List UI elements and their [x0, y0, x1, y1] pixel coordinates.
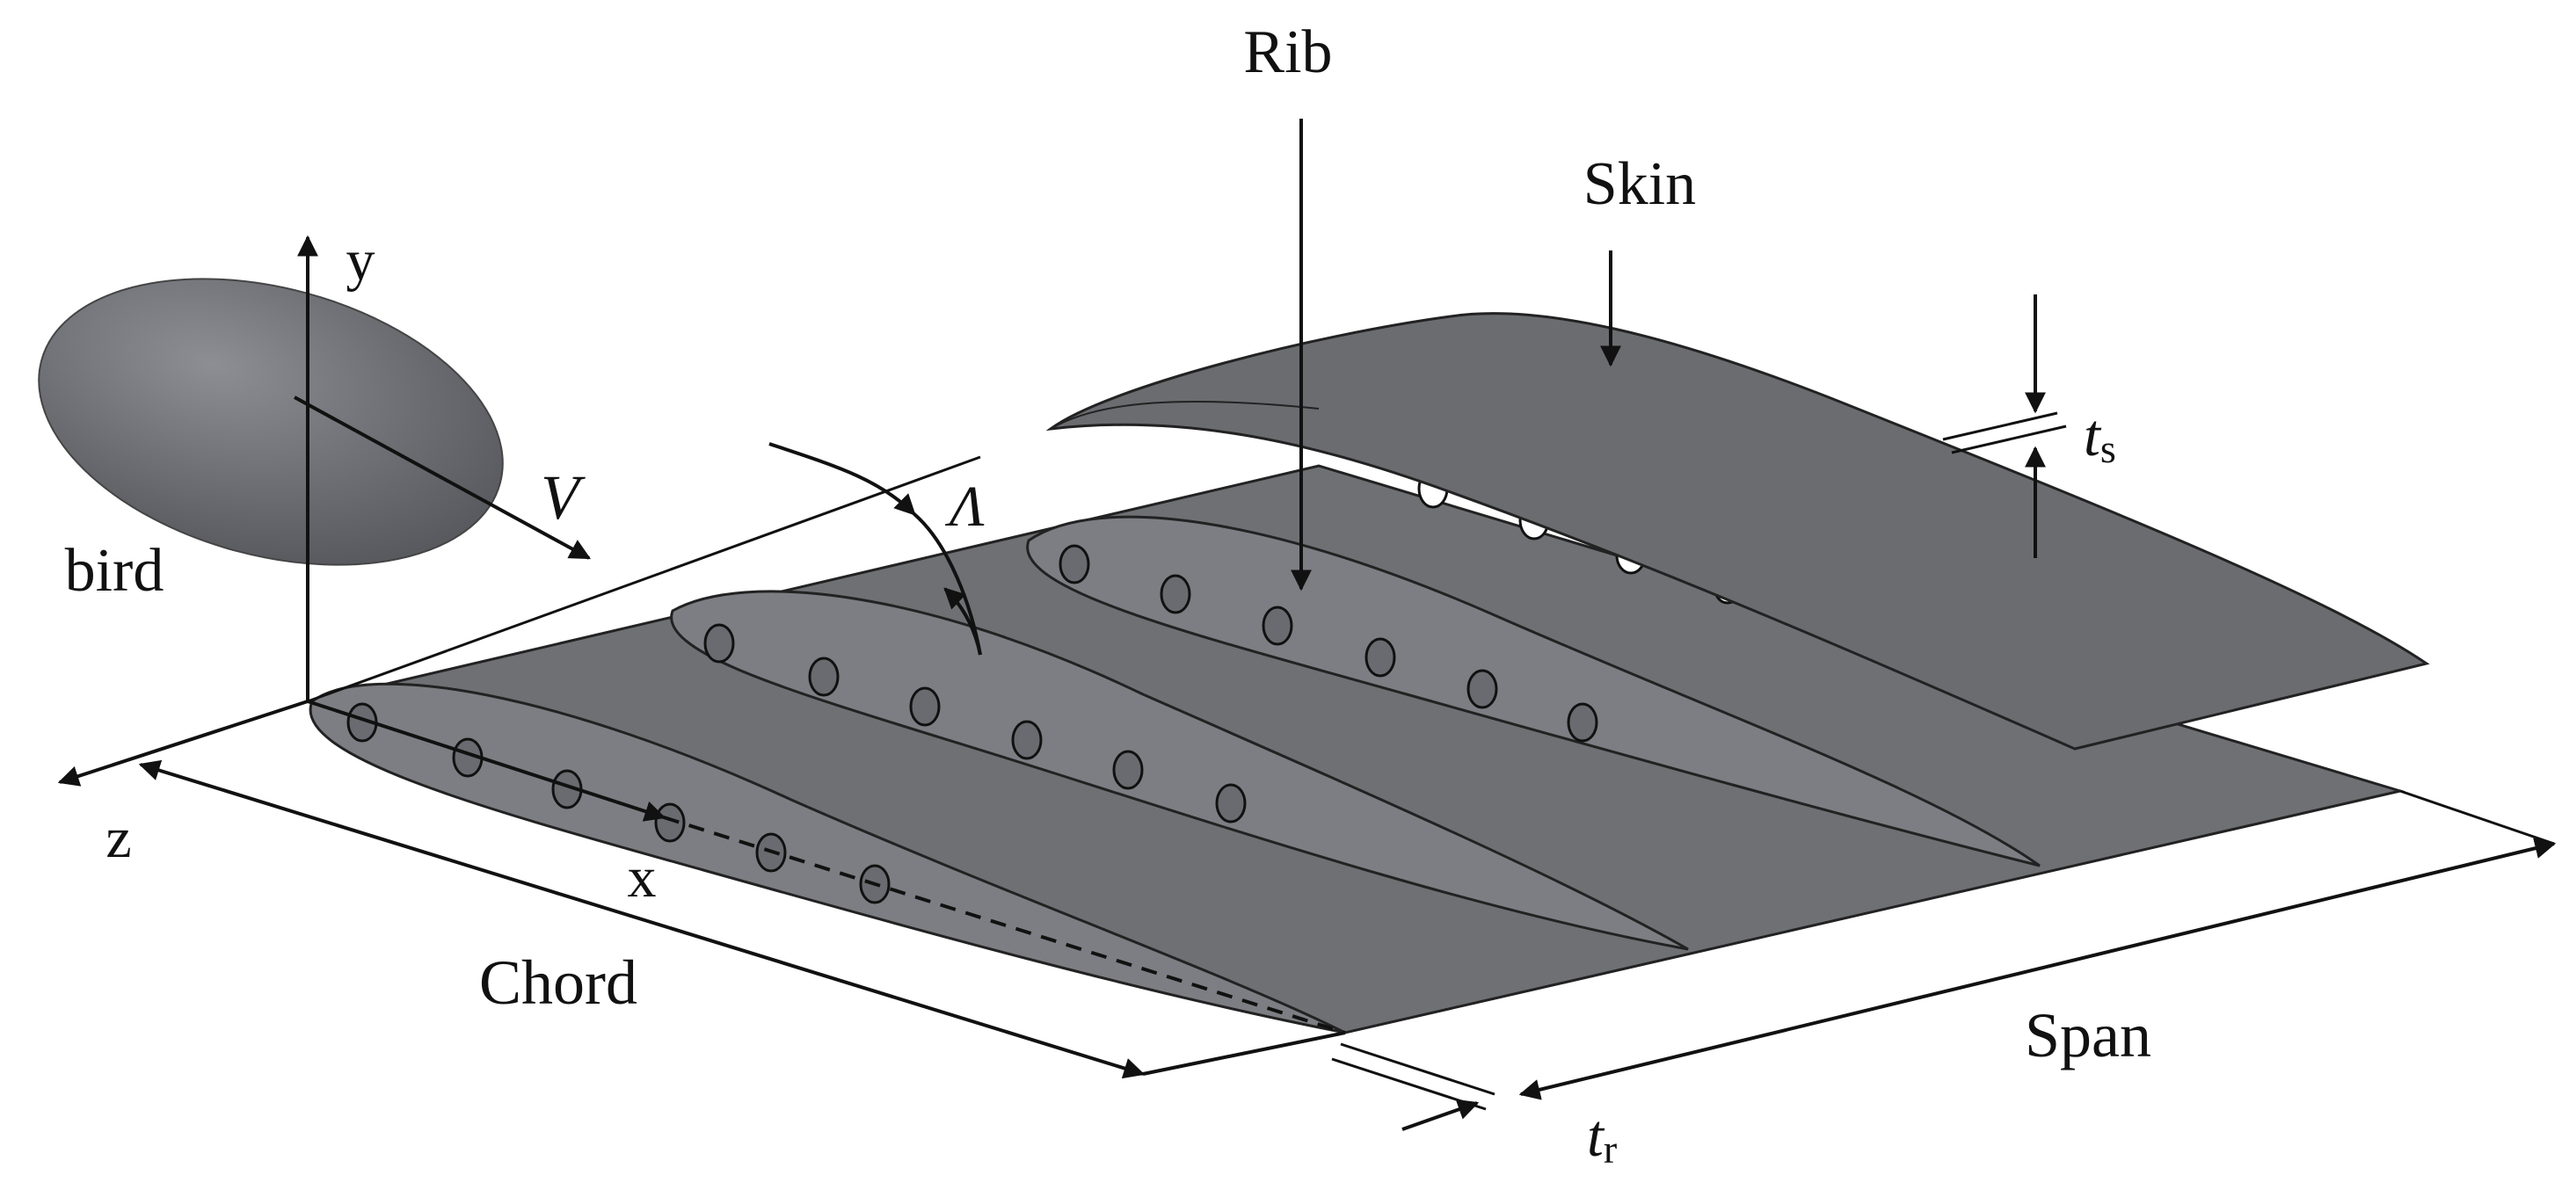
axis-z-line	[57, 700, 309, 787]
ts-line-2	[1951, 424, 2067, 454]
rib-hole	[1567, 702, 1598, 743]
rib-hole	[654, 802, 686, 843]
sweep-angle-arrowhead	[943, 587, 982, 656]
label-skin-thickness: ts	[2084, 402, 2116, 471]
rib-hole	[1011, 720, 1043, 760]
tr-arrow	[1401, 1099, 1480, 1131]
label-axis-x: x	[628, 845, 657, 910]
label-skin: Skin	[1583, 150, 1696, 218]
chord-tail-line	[1142, 1031, 1346, 1076]
sweep-angle-arc	[768, 442, 916, 516]
upper-skin-panel	[1045, 312, 2430, 751]
label-skin-thickness-t: t	[2084, 402, 2102, 468]
label-span: Span	[2025, 1000, 2151, 1070]
label-skin-thickness-sub: s	[2100, 426, 2116, 471]
rib-hole	[1466, 669, 1498, 709]
rib-hole	[1215, 783, 1247, 824]
label-bird: bird	[65, 537, 164, 605]
tr-line-1	[1340, 1042, 1495, 1096]
velocity-arrow	[294, 395, 592, 560]
label-sweep-angle: Λ	[944, 475, 985, 539]
rib-hole	[1364, 637, 1396, 678]
chord-dimension-arrow	[138, 759, 1146, 1079]
label-rib-thickness-t: t	[1587, 1102, 1605, 1169]
label-velocity: V	[541, 462, 586, 533]
rib-hole	[1112, 750, 1144, 790]
label-rib-thickness-sub: r	[1604, 1127, 1617, 1172]
label-axis-y: y	[346, 229, 375, 293]
span-dimension-arrow	[1518, 838, 2557, 1100]
label-chord: Chord	[479, 947, 637, 1018]
ts-line-1	[1942, 411, 2058, 441]
rib-hole	[808, 657, 840, 697]
rib-hole	[909, 686, 941, 727]
bird-ellipsoid	[38, 278, 504, 566]
leading-edge-line	[307, 455, 981, 703]
label-axis-z: z	[106, 806, 131, 870]
rib-hole	[1059, 544, 1090, 584]
skin-leading-edge	[1050, 400, 1320, 430]
label-rib-thickness: tr	[1587, 1102, 1617, 1172]
rib-hole	[1160, 574, 1191, 614]
span-edge-line	[2399, 789, 2555, 845]
rib-hole	[1262, 606, 1293, 646]
label-rib: Rib	[1243, 18, 1332, 86]
rib-hole	[703, 623, 735, 664]
